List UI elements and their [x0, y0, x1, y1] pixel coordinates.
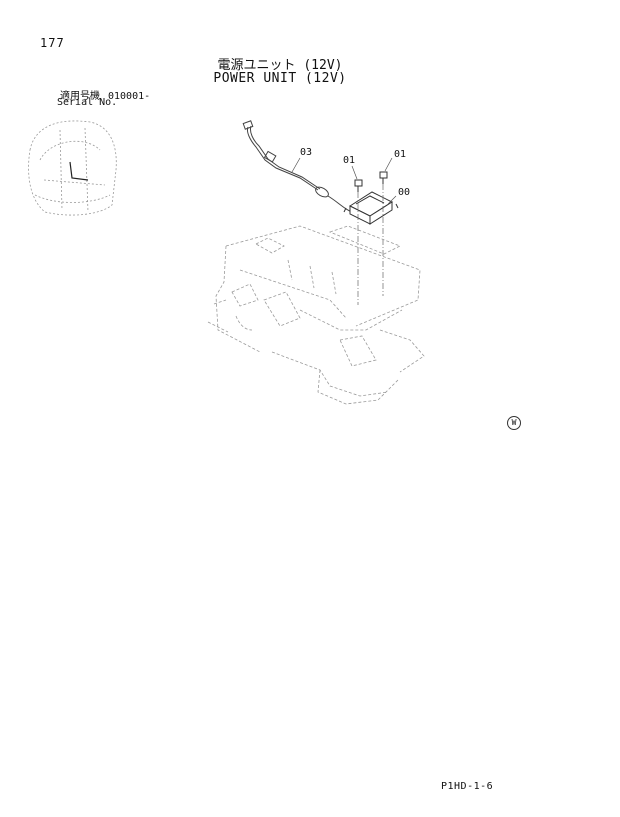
- power-unit: [343, 191, 399, 225]
- footer-code: P1HD-1-6: [441, 781, 494, 792]
- callout-03: 03: [300, 147, 313, 158]
- title-japanese: 電源ユニット (12V): [217, 58, 343, 73]
- serial-label-en: Serial No.: [57, 97, 118, 108]
- serial-label-jp-text: 適用号機: [60, 91, 100, 102]
- watermark-logo: W: [507, 416, 521, 430]
- title-english: POWER UNIT (12V): [213, 71, 347, 86]
- leader-lines: [291, 157, 397, 205]
- page-number: 177: [40, 36, 65, 50]
- wire-harness: [242, 120, 357, 215]
- locator-thumbnail: [28, 120, 117, 216]
- callout-00: 00: [398, 187, 411, 198]
- callout-01-left: 01: [343, 155, 356, 166]
- serial-value: 010001-: [108, 91, 151, 102]
- locator-highlight: [69, 161, 89, 181]
- bolts: [354, 171, 388, 192]
- install-guides: [357, 184, 384, 305]
- callout-01-right: 01: [394, 149, 407, 160]
- machine-frame: [207, 225, 425, 405]
- serial-label-jp: 適用号機 010001-: [60, 87, 150, 102]
